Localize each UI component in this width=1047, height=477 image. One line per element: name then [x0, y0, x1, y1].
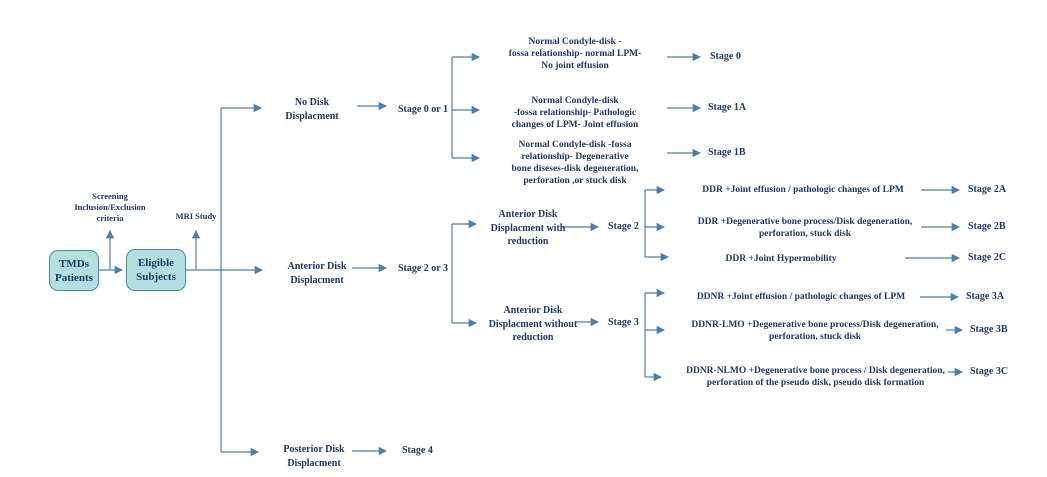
- stage-1b-label: Stage 1B: [708, 147, 746, 158]
- stage-2b-label: Stage 2B: [968, 221, 1006, 232]
- stage-4-label: Stage 4: [402, 445, 433, 456]
- stage-3c-label: Stage 3C: [970, 366, 1009, 377]
- node-stage-0-or-1: Stage 0 or 1: [397, 104, 449, 115]
- node-no-disk-displacement: No Disk Displacment: [285, 97, 339, 122]
- node-ddnr-joint-effusion: DDNR +Joint effusion / pathologic change…: [696, 292, 906, 302]
- node-anterior-disk-displacement: Anterior Disk Displacment: [287, 261, 347, 286]
- node-add-with-reduction: Anterior Disk Displacment with reduction: [490, 209, 566, 247]
- stage-2a-label: Stage 2A: [968, 184, 1007, 195]
- stage-1a-label: Stage 1A: [708, 102, 747, 113]
- node-ddnr-lmo: DDNR-LMO +Degenerative bone process/Disk…: [691, 320, 939, 342]
- node-normal-pathologic-lpm: Normal Condyle-disk -fossa relationship-…: [511, 96, 639, 130]
- node-ddnr-nlmo: DDNR-NLMO +Degenerative bone process / D…: [686, 366, 945, 388]
- node-normal-degenerative: Normal Condyle-disk -fossa relationship-…: [511, 140, 639, 186]
- stage-3a-label: Stage 3A: [966, 291, 1005, 302]
- node-normal-no-effusion: Normal Condyle-disk - fossa relationship…: [508, 37, 642, 71]
- mri-study-label: MRI Study: [175, 211, 217, 221]
- node-ddr-hypermobility: DDR +Joint Hypermobility: [725, 254, 837, 264]
- eligible-subjects-box: Eligible Subjects: [126, 249, 186, 291]
- stage-2c-label: Stage 2C: [968, 252, 1007, 263]
- screening-criteria-label: Screening Inclusion/Exclusion criteria: [74, 191, 146, 223]
- node-stage-2-or-3: Stage 2 or 3: [397, 263, 449, 274]
- stage-3b-label: Stage 3B: [970, 324, 1008, 335]
- node-posterior-disk-displacement: Posterior Disk Displacment: [283, 444, 345, 469]
- tmds-patients-box: TMDs Patients: [49, 250, 99, 291]
- stage-3-label: Stage 3: [608, 317, 639, 328]
- connector-lines: [98, 52, 964, 457]
- node-add-without-reduction: Anterior Disk Displacment without reduct…: [488, 305, 578, 343]
- node-ddr-degenerative: DDR +Degenerative bone process/Disk dege…: [697, 217, 913, 239]
- stage-0-label: Stage 0: [710, 51, 741, 62]
- stage-2-label: Stage 2: [608, 221, 639, 232]
- node-ddr-joint-effusion: DDR +Joint effusion / pathologic changes…: [702, 185, 904, 195]
